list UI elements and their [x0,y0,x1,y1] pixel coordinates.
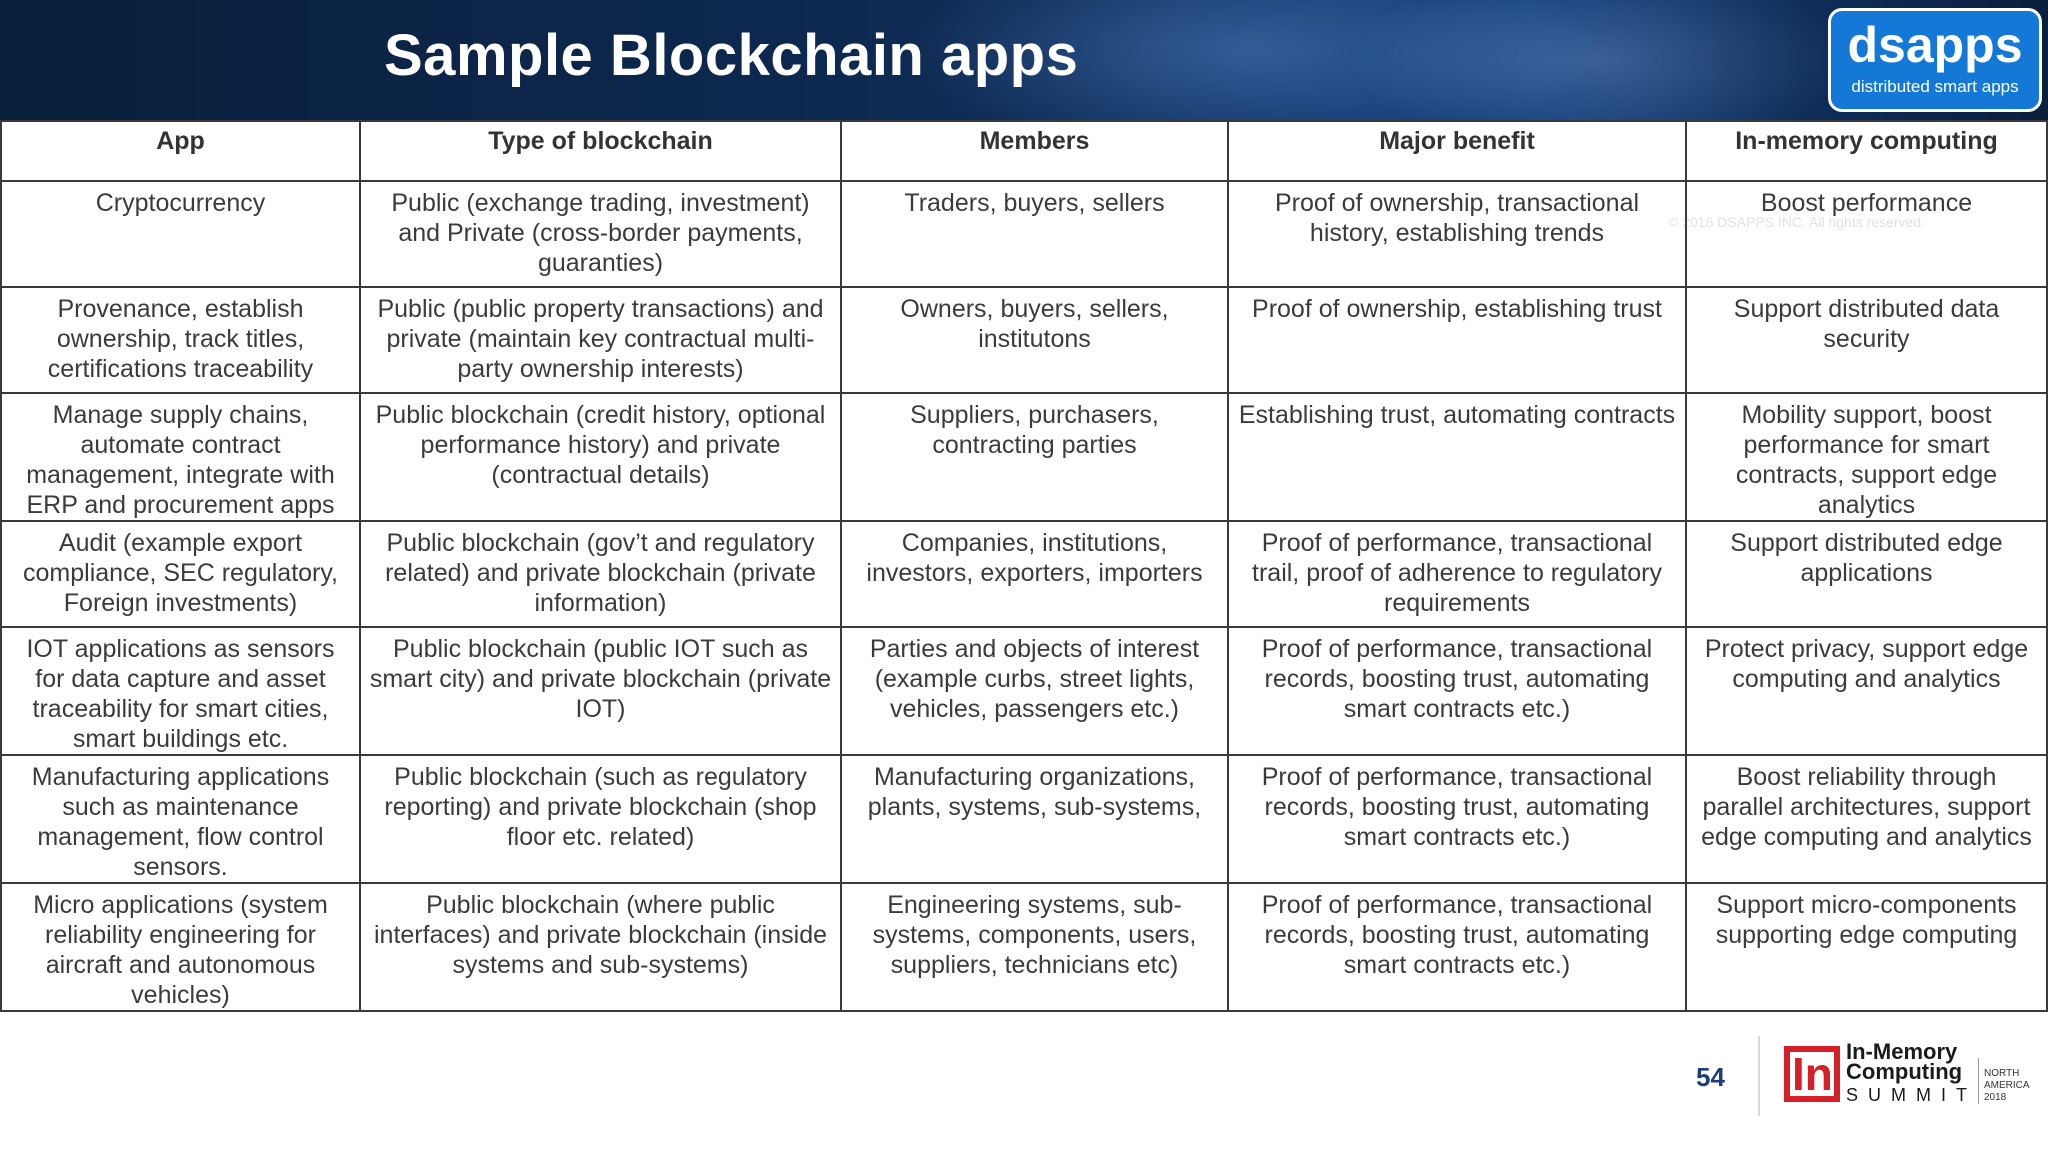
table-row: IOT applications as sensors for data cap… [0,626,2048,756]
slide-title: Sample Blockchain apps [384,23,1079,88]
table-cell: Public blockchain (gov’t and regulatory … [359,520,842,628]
dsapps-logo: dsapps distributed smart apps [1828,8,2042,112]
logo-line-2: Computing [1846,1059,1963,1084]
table-cell: Support distributed data security [1685,286,2048,394]
table-cell: Proof of performance, transactional trai… [1227,520,1687,628]
table-cell: Proof of ownership, transactional histor… [1227,180,1687,288]
table-cell: Public (public property transactions) an… [359,286,842,394]
header-major-benefit: Major benefit [1227,120,1687,182]
table-cell: Boost reliability through parallel archi… [1685,754,2048,884]
table-row: Cryptocurrency Public (exchange trading,… [0,180,2048,288]
table-cell: Public blockchain (public IOT such as sm… [359,626,842,756]
table-cell: Public blockchain (where public interfac… [359,882,842,1012]
logo-line-1: In-Memory [1846,1039,1958,1064]
table-cell: Proof of performance, transactional reco… [1227,754,1687,884]
table-cell: Proof of performance, transactional reco… [1227,626,1687,756]
logo-line-3: SUMMIT [1846,1085,1977,1105]
logo-region-1: NORTH [1984,1068,2020,1079]
page-number: 54 [1696,1062,1725,1092]
copyright-watermark: © 2018 DSAPPS INC. All rights reserved. [1668,214,1925,230]
table-cell: Proof of performance, transactional reco… [1227,882,1687,1012]
table-row: Micro applications (system reliability e… [0,882,2048,1012]
table-cell: Establishing trust, automating contracts [1227,392,1687,522]
logo-name: dsapps [1847,17,2023,73]
logo-region-2: AMERICA [1984,1080,2030,1091]
in-logo-icon: In [1784,1046,1840,1102]
table-cell: Manufacturing organizations, plants, sys… [840,754,1229,884]
logo-divider [1978,1058,1979,1104]
logo-tagline: distributed smart apps [1851,77,2019,96]
table-cell: Support distributed edge applications [1685,520,2048,628]
header-members: Members [840,120,1229,182]
table-cell: Proof of ownership, establishing trust [1227,286,1687,394]
table-cell: Manufacturing applications such as maint… [0,754,361,884]
table-cell: Parties and objects of interest (example… [840,626,1229,756]
table-row: Manage supply chains, automate contract … [0,392,2048,522]
table-cell: IOT applications as sensors for data cap… [0,626,361,756]
table-cell: Protect privacy, support edge computing … [1685,626,2048,756]
table-cell: Public (exchange trading, investment) an… [359,180,842,288]
table-cell: Traders, buyers, sellers [840,180,1229,288]
table-cell: Companies, institutions, investors, expo… [840,520,1229,628]
table-cell: Owners, buyers, sellers, institutons [840,286,1229,394]
header-app: App [0,120,361,182]
in-memory-computing-summit-logo: In In-Memory Computing SUMMIT NORTH AMER… [1784,1040,2034,1108]
logo-mark: In [1792,1048,1833,1100]
slide-header: Sample Blockchain apps dsapps distribute… [0,0,2048,120]
table-cell: Support micro-components supporting edge… [1685,882,2048,1012]
header-type-of-blockchain: Type of blockchain [359,120,842,182]
table-cell: Boost performance [1685,180,2048,288]
table-cell: Provenance, establish ownership, track t… [0,286,361,394]
table-row: Provenance, establish ownership, track t… [0,286,2048,394]
header-glow [1350,0,1850,120]
table-cell: Public blockchain (such as regulatory re… [359,754,842,884]
header-glow [900,0,1600,120]
table-cell: Audit (example export compliance, SEC re… [0,520,361,628]
table-cell: Manage supply chains, automate contract … [0,392,361,522]
table-header-row: App Type of blockchain Members Major ben… [0,120,2048,182]
table-cell: Suppliers, purchasers, contracting parti… [840,392,1229,522]
blockchain-apps-table: App Type of blockchain Members Major ben… [0,120,2048,1012]
table-cell: Engineering systems, sub-systems, compon… [840,882,1229,1012]
table-cell: Cryptocurrency [0,180,361,288]
table-row: Audit (example export compliance, SEC re… [0,520,2048,628]
logo-year: 2018 [1984,1092,2007,1103]
header-in-memory-computing: In-memory computing [1685,120,2048,182]
footer-divider [1758,1036,1760,1116]
table-row: Manufacturing applications such as maint… [0,754,2048,884]
table-cell: Micro applications (system reliability e… [0,882,361,1012]
table-cell: Public blockchain (credit history, optio… [359,392,842,522]
table-cell: Mobility support, boost performance for … [1685,392,2048,522]
